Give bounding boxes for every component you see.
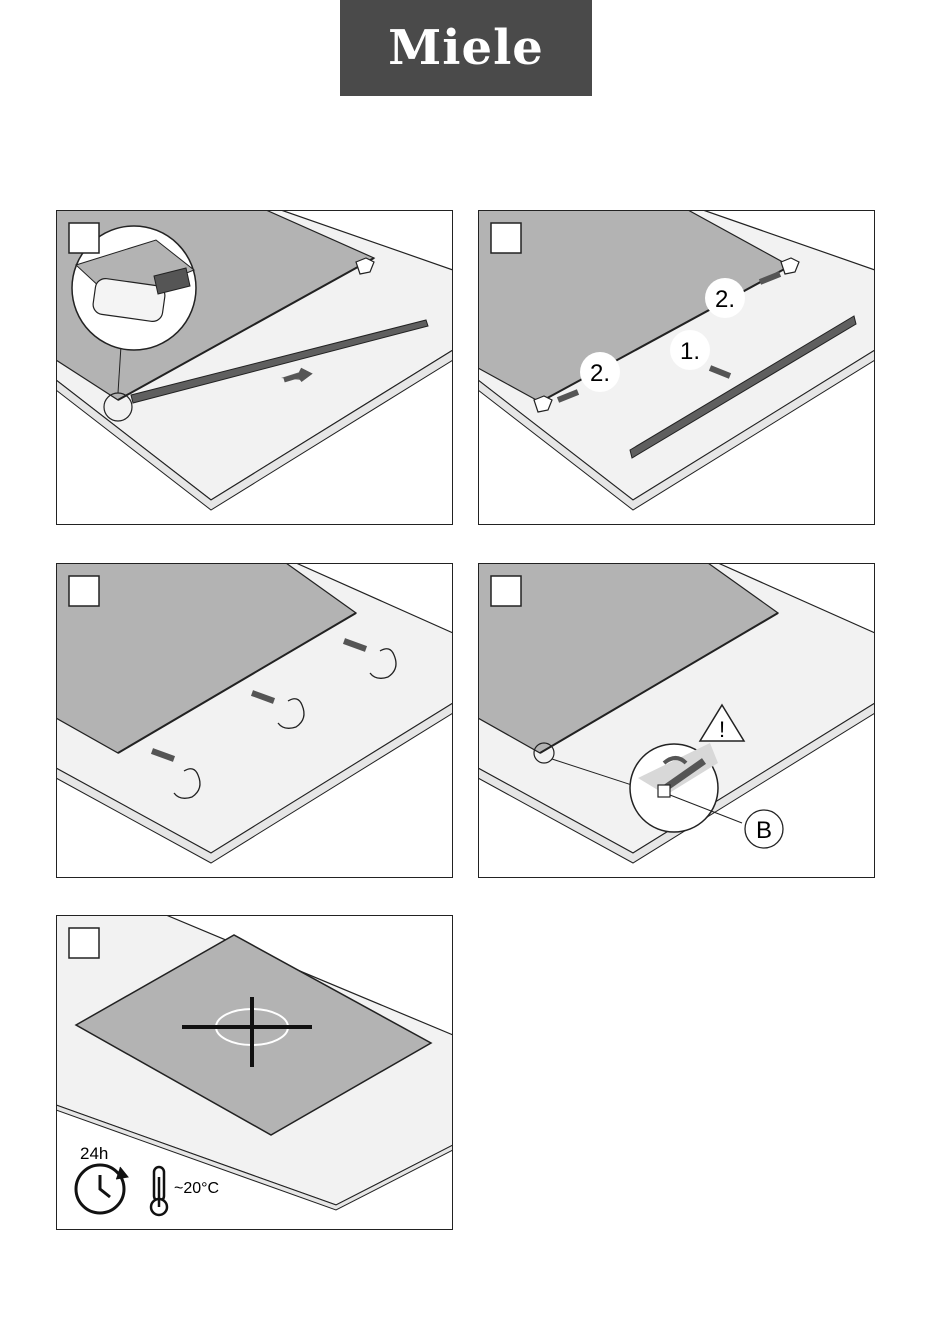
step-3-illustration — [56, 563, 453, 878]
step-panel-3 — [56, 563, 453, 878]
temperature-label: ~20°C — [174, 1180, 219, 1197]
step-label-middle: 1. — [680, 338, 700, 365]
step-2-illustration: 2. 1. 2. — [478, 210, 875, 525]
thermometer-icon — [151, 1167, 167, 1215]
step-panel-5: 24h ~20°C — [56, 915, 453, 1230]
step-1-illustration — [56, 210, 453, 525]
warning-icon: ! — [719, 717, 725, 742]
step-panel-2: 2. 1. 2. — [478, 210, 875, 525]
time-label: 24h — [80, 1144, 108, 1163]
step-panel-1 — [56, 210, 453, 525]
miele-logo: Miele — [340, 0, 592, 96]
step-5-illustration: 24h ~20°C — [56, 915, 453, 1230]
step-label-left: 2. — [590, 360, 610, 387]
step-panel-4: ! B — [478, 563, 875, 878]
step-label-right: 2. — [715, 286, 735, 313]
callout-label-b: B — [756, 817, 772, 844]
step-4-illustration: ! B — [478, 563, 875, 878]
clock-icon — [76, 1165, 128, 1213]
